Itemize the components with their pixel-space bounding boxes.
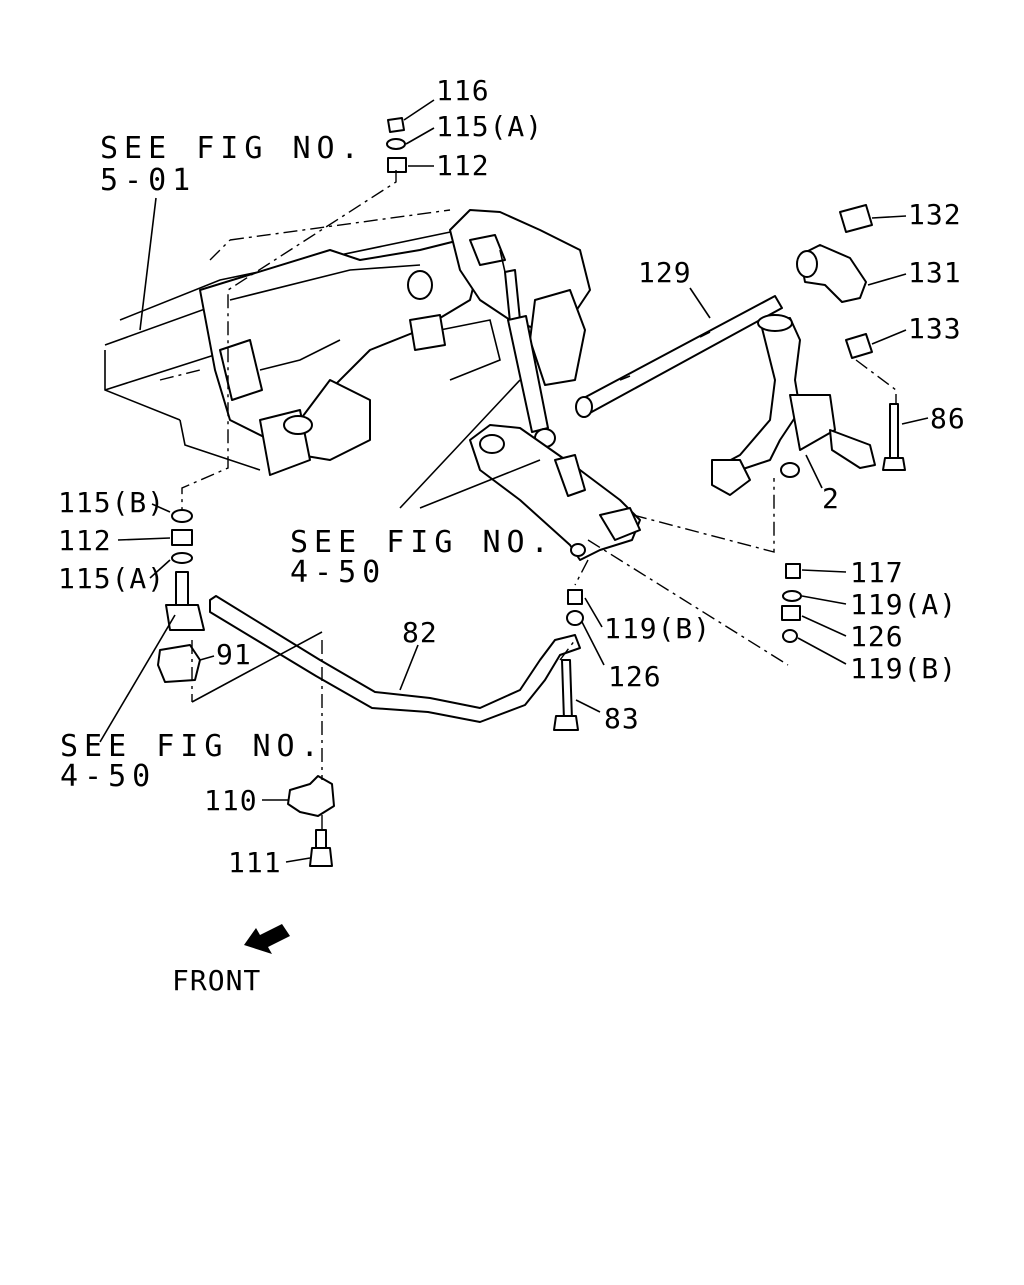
callout-131: 131 bbox=[908, 256, 962, 289]
callout-126-right: 126 bbox=[850, 620, 904, 653]
reference-note-line1: SEE FIG NO. bbox=[290, 525, 555, 560]
alignment-lines bbox=[181, 170, 897, 830]
callout-112-left: 112 bbox=[58, 524, 112, 557]
reference-note-line2: 5-01 bbox=[100, 163, 196, 198]
bumper-133 bbox=[845, 333, 873, 359]
callout-112-top: 112 bbox=[436, 149, 490, 182]
cap-132 bbox=[839, 204, 873, 233]
callout-111: 111 bbox=[228, 846, 282, 879]
chassis-frame bbox=[104, 209, 591, 476]
bolt-86 bbox=[882, 403, 906, 471]
callout-86: 86 bbox=[930, 402, 966, 435]
top-hardware-stack bbox=[386, 117, 407, 173]
reference-note-fig-4-50-left: SEE FIG NO. 4-50 bbox=[60, 729, 325, 794]
callout-126-mid: 126 bbox=[608, 660, 662, 693]
bushing-91 bbox=[157, 644, 201, 683]
callout-119b-right: 119(B) bbox=[850, 652, 957, 685]
callout-132: 132 bbox=[908, 198, 962, 231]
middle-hardware-stack bbox=[566, 589, 584, 626]
bracket-131 bbox=[796, 244, 867, 303]
left-hardware-stack bbox=[157, 509, 205, 683]
callout-115b: 115(B) bbox=[58, 486, 165, 519]
callout-119a: 119(A) bbox=[850, 588, 957, 621]
shock-absorber bbox=[499, 249, 556, 448]
bolt-83 bbox=[553, 659, 579, 731]
reference-note-line1: SEE FIG NO. bbox=[60, 729, 325, 764]
right-hardware-stack bbox=[781, 563, 802, 643]
front-indicator: FRONT bbox=[172, 924, 290, 997]
callout-leaders bbox=[117, 99, 929, 863]
reference-note-fig-5-01: SEE FIG NO. 5-01 bbox=[100, 131, 365, 198]
bolt-111 bbox=[309, 829, 333, 867]
stabilizer-bar-82 bbox=[209, 595, 581, 723]
callout-82: 82 bbox=[402, 616, 438, 649]
callout-labels: 116 115(A) 112 132 129 131 133 86 2 115(… bbox=[58, 74, 966, 879]
callout-116: 116 bbox=[436, 74, 490, 107]
callout-110: 110 bbox=[204, 784, 258, 817]
callout-119b-mid: 119(B) bbox=[604, 612, 711, 645]
callout-117: 117 bbox=[850, 556, 904, 589]
reference-note-fig-4-50-center: SEE FIG NO. 4-50 bbox=[290, 525, 555, 590]
lower-control-arm bbox=[469, 424, 641, 561]
callout-2: 2 bbox=[822, 482, 840, 515]
reference-leaders bbox=[99, 197, 541, 743]
callout-133: 133 bbox=[908, 312, 962, 345]
callout-115a-left: 115(A) bbox=[58, 562, 165, 595]
callout-83: 83 bbox=[604, 702, 640, 735]
callout-129: 129 bbox=[638, 256, 692, 289]
clamp-110 bbox=[287, 775, 335, 817]
callout-115a-top: 115(A) bbox=[436, 110, 543, 143]
front-direction-arrow-icon bbox=[244, 924, 290, 954]
reference-note-line2: 4-50 bbox=[60, 759, 156, 794]
callout-91: 91 bbox=[216, 638, 252, 671]
steering-knuckle-2 bbox=[711, 314, 876, 496]
reference-note-line1: SEE FIG NO. bbox=[100, 131, 365, 166]
front-label: FRONT bbox=[172, 964, 261, 997]
reference-note-line2: 4-50 bbox=[290, 555, 386, 590]
torsion-bar-129 bbox=[575, 295, 783, 418]
